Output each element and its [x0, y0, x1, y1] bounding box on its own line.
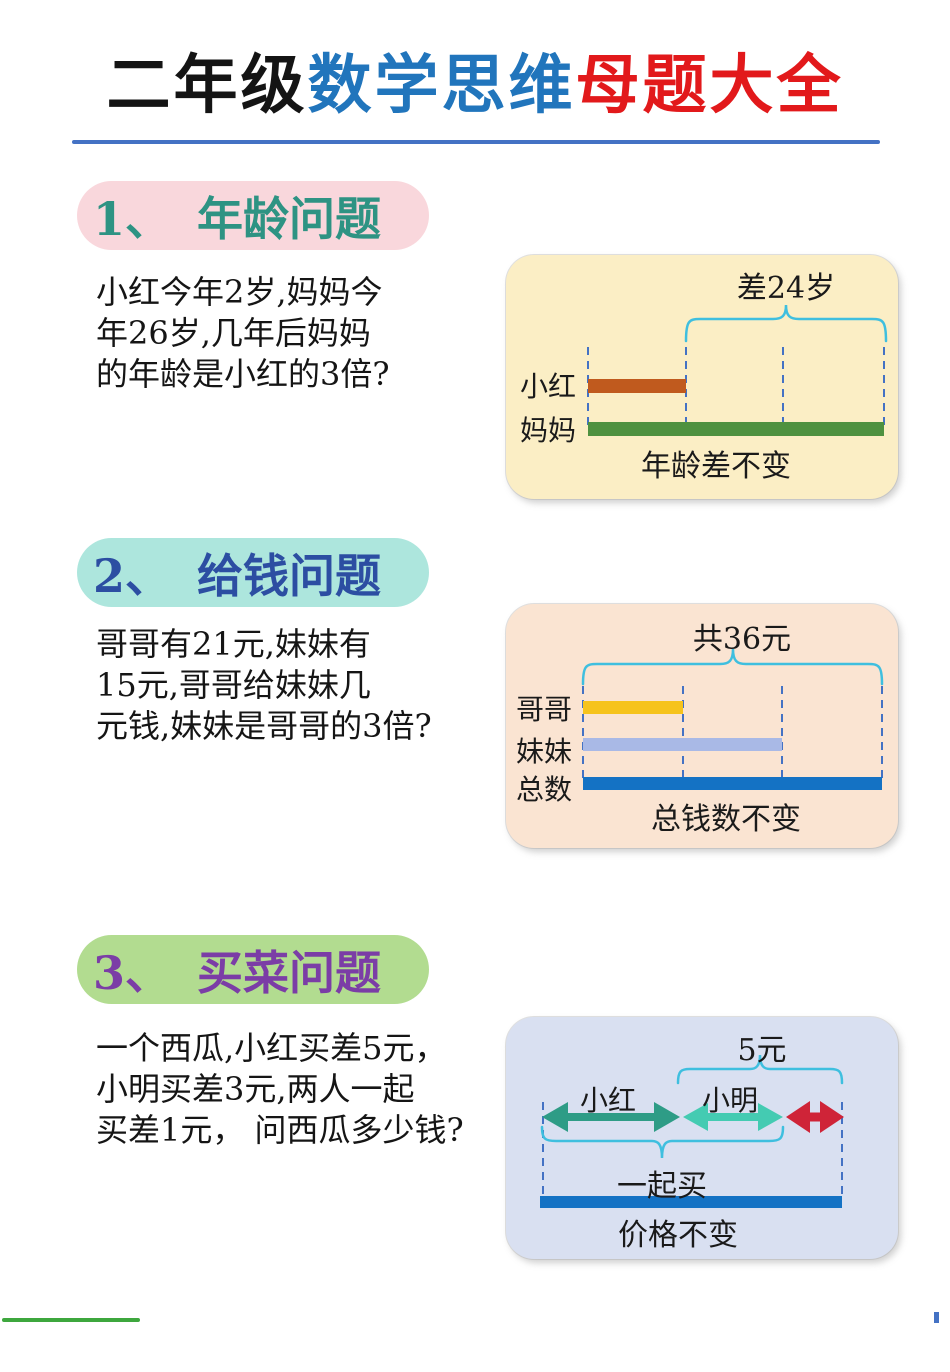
brace-five-yuan	[676, 1054, 844, 1085]
bar-gege-money	[583, 701, 683, 714]
diagram2-row1-label: 哥哥	[516, 693, 573, 726]
problem-line: 的年龄是小红的3倍?	[96, 355, 390, 393]
bar-price	[540, 1196, 842, 1208]
problem-line: 15元,哥哥给妹妹几	[96, 666, 371, 704]
brace-together	[540, 1125, 785, 1159]
diagram3-top-label: 5元	[737, 1033, 787, 1068]
bottom-blue-mark	[934, 1312, 939, 1323]
section2-badge: 2、 给钱问题	[77, 538, 429, 607]
title-suffix: 母题大全	[575, 48, 844, 123]
section2-title: 给钱问题	[197, 548, 382, 603]
problem-line: 哥哥有21元,妹妹有	[96, 625, 371, 663]
dashed-guides	[582, 686, 883, 778]
section2-diagram: 共36元 哥哥 妹妹 总数 总钱数不变	[506, 604, 898, 848]
bottom-green-line	[2, 1318, 140, 1322]
bar-mama-age	[588, 422, 884, 436]
brace-difference	[684, 304, 888, 343]
money-diagram-graphics	[581, 648, 884, 790]
diagram1-top-label: 差24岁	[736, 271, 836, 306]
bar-meimei-money	[583, 738, 782, 751]
brace-total	[581, 648, 884, 686]
section1-badge: 1、 年龄问题	[77, 181, 429, 250]
problem-line: 元钱,妹妹是哥哥的3倍?	[96, 707, 432, 745]
arrow-remainder	[786, 1101, 844, 1133]
diagram2-top-label: 共36元	[692, 622, 792, 657]
price-diagram-graphics	[540, 1054, 844, 1208]
diagram3-arrow2-label: 小明	[701, 1084, 758, 1117]
diagram1-row1-label: 小红	[520, 370, 577, 403]
diagram2-caption: 总钱数不变	[651, 802, 801, 837]
section1-title: 年龄问题	[197, 191, 382, 246]
section2-number: 2、	[93, 548, 172, 603]
diagram3-caption: 价格不变	[618, 1218, 738, 1253]
diagram1-row2-label: 妈妈	[520, 414, 577, 447]
age-diagram-graphics	[587, 304, 888, 436]
arrow-xiaoming	[683, 1103, 783, 1131]
section1-diagram: 差24岁 小红 妈妈 年龄差不变	[506, 255, 898, 499]
section1-number: 1、	[93, 191, 172, 246]
title-grade: 二年级	[106, 48, 308, 123]
section3-number: 3、	[93, 945, 172, 1000]
diagram3-middle-label: 一起买	[617, 1169, 707, 1204]
problem-line: 小红今年2岁,妈妈今	[96, 273, 383, 311]
section1-problem: 小红今年2岁,妈妈今 年26岁,几年后妈妈 的年龄是小红的3倍?	[96, 272, 506, 395]
bar-xiaohong-age	[588, 379, 686, 393]
section2-problem: 哥哥有21元,妹妹有 15元,哥哥给妹妹几 元钱,妹妹是哥哥的3倍?	[96, 624, 506, 747]
problem-line: 年26岁,几年后妈妈	[96, 314, 371, 352]
problem-line: 买差1元， 问西瓜多少钱?	[96, 1111, 464, 1149]
title-underline	[72, 140, 880, 144]
section3-diagram: 5元 小红 小明 一起买 价格不变	[506, 1017, 898, 1259]
arrow-xiaohong	[542, 1102, 680, 1132]
page-title: 二年级数学思维母题大全	[0, 44, 950, 127]
problem-line: 小明买差3元,两人一起	[96, 1070, 415, 1108]
section3-problem: 一个西瓜,小红买差5元， 小明买差3元,两人一起 买差1元， 问西瓜多少钱?	[96, 1028, 506, 1151]
section3-badge: 3、 买菜问题	[77, 935, 429, 1004]
diagram3-arrow1-label: 小红	[579, 1084, 636, 1117]
problem-line: 一个西瓜,小红买差5元，	[96, 1029, 447, 1067]
bar-total-money	[583, 777, 882, 790]
diagram2-row3-label: 总数	[516, 773, 573, 806]
diagram1-caption: 年龄差不变	[641, 449, 791, 484]
title-subject: 数学思维	[307, 48, 576, 123]
section3-title: 买菜问题	[197, 945, 382, 1000]
diagram2-row2-label: 妹妹	[516, 735, 573, 768]
